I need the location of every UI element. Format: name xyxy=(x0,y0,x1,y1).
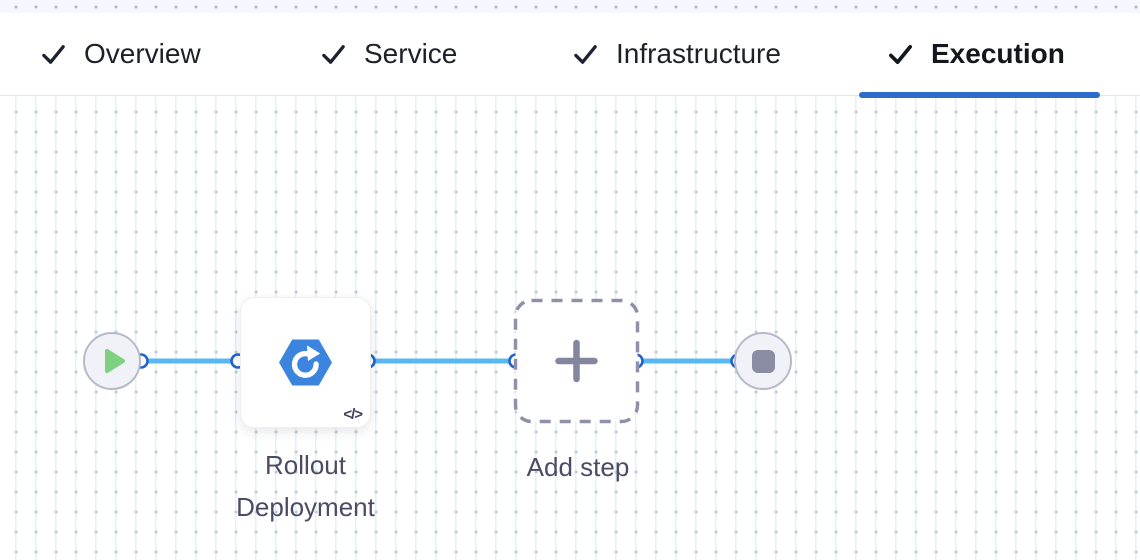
check-icon xyxy=(574,44,597,64)
check-icon xyxy=(322,44,345,64)
step-node-rollout-deployment[interactable]: </> xyxy=(240,297,371,428)
tab-execution[interactable]: Execution xyxy=(887,13,1065,95)
pipeline-canvas[interactable]: </> Rollout Deployment Add step xyxy=(0,96,1140,560)
add-step-dashed-box xyxy=(513,298,640,424)
check-icon xyxy=(889,44,912,64)
tab-service[interactable]: Service xyxy=(320,13,457,95)
tab-overview-label: Overview xyxy=(84,38,201,69)
top-grid-strip xyxy=(0,0,1140,13)
tab-execution-label: Execution xyxy=(931,38,1065,69)
stop-icon xyxy=(751,349,775,373)
play-icon xyxy=(104,349,125,373)
pipeline-end-node[interactable] xyxy=(734,332,792,390)
step-label-rollout-deployment: Rollout Deployment xyxy=(236,450,375,522)
stage-tabbar: Overview Service Infrastructure Executio… xyxy=(0,13,1140,98)
add-step-label: Add step xyxy=(526,452,630,482)
code-badge[interactable]: </> xyxy=(343,406,363,423)
k8s-rollout-icon xyxy=(279,339,332,386)
tab-overview[interactable]: Overview xyxy=(40,13,201,95)
pipeline-start-node[interactable] xyxy=(83,332,141,390)
add-step-node[interactable] xyxy=(513,298,640,424)
tab-infrastructure[interactable]: Infrastructure xyxy=(572,13,781,95)
tab-infrastructure-label: Infrastructure xyxy=(616,38,781,69)
plus-icon xyxy=(555,339,598,383)
active-tab-underline xyxy=(859,92,1100,98)
tab-service-label: Service xyxy=(364,38,458,69)
check-icon xyxy=(42,44,65,64)
